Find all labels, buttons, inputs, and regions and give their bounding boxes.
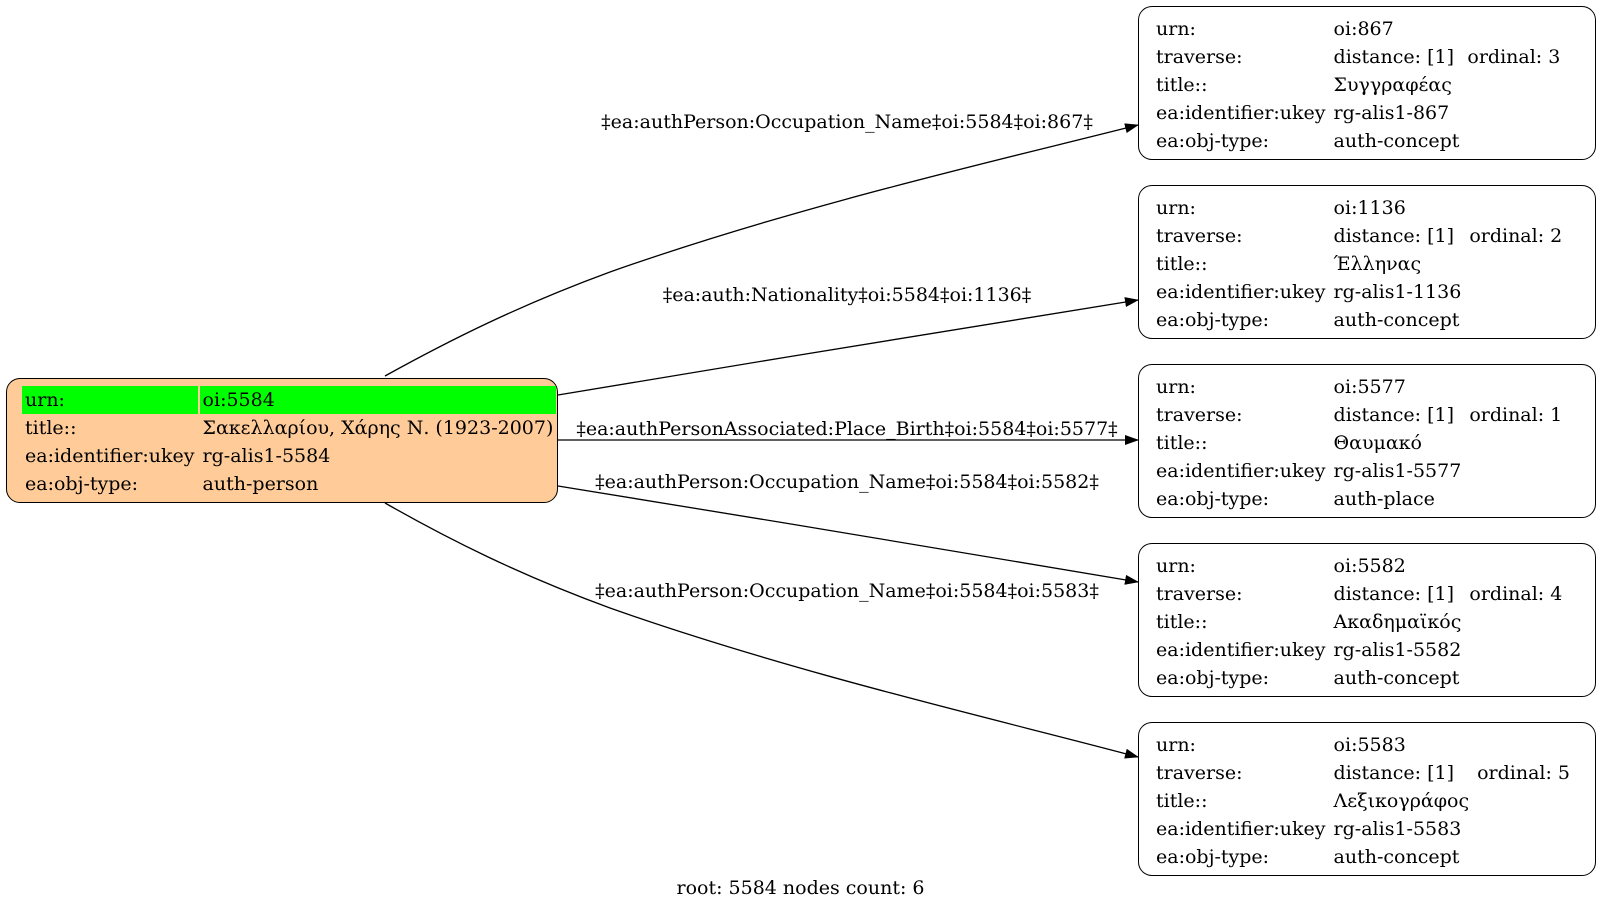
urn-value: oi:867 [1333,18,1394,40]
title-key: title:: [1156,253,1208,275]
title-key: title:: [1156,790,1208,812]
root-objtype-key: ea:obj-type: [25,473,139,495]
node-table: urn: oi:5583 traverse: distance: [1] ordina… [1151,731,1575,871]
ordinal-value: ordinal: 4 [1469,583,1563,605]
node-oi-5577[interactable]: urn: oi:5577 traverse: distance: [1] ordina… [1138,364,1596,518]
title-value: Θαυμακό [1333,432,1422,454]
ordinal-value: ordinal: 2 [1469,225,1563,247]
node-table: urn: oi:1136 traverse: distance: [1] ordina… [1151,194,1567,334]
urn-value: oi:5577 [1333,376,1406,398]
root-node-table: urn: oi:5584 title:: Σακελλαρίου, Χάρης … [20,386,558,498]
node-table: urn: oi:5577 traverse: distance: [1] ordina… [1151,373,1567,513]
distance-value: distance: [1] [1333,583,1454,605]
objtype-key: ea:obj-type: [1156,667,1270,689]
urn-key: urn: [1156,376,1196,398]
objtype-key: ea:obj-type: [1156,846,1270,868]
distance-value: distance: [1] [1333,762,1454,784]
objtype-key: ea:obj-type: [1156,488,1270,510]
objtype-value: auth-concept [1333,309,1460,331]
edge-line-867 [384,123,1139,377]
urn-value: oi:5582 [1333,555,1406,577]
edge-label-1136: ‡ea:auth:Nationality‡oi:5584‡oi:1136‡ [662,284,1032,306]
urn-key: urn: [1156,734,1196,756]
objtype-value: auth-concept [1333,130,1460,152]
edge-line-1136 [557,297,1139,396]
traverse-key: traverse: [1156,404,1243,426]
root-objtype-row: ea:obj-type: auth-person [22,470,556,498]
node-oi-5582[interactable]: urn: oi:5582 traverse: distance: [1] ordina… [1138,543,1596,697]
root-ukey-key: ea:identifier:ukey [25,445,195,467]
distance-value: distance: [1] [1333,46,1454,68]
node-oi-1136[interactable]: urn: oi:1136 traverse: distance: [1] ordina… [1138,185,1596,339]
root-urn-key: urn: [22,386,198,414]
title-value: Λεξικογράφος [1333,790,1470,812]
objtype-value: auth-concept [1333,667,1460,689]
edge-label-5582: ‡ea:authPerson:Occupation_Name‡oi:5584‡o… [595,471,1099,493]
objtype-value: auth-place [1333,488,1435,510]
ordinal-value: ordinal: 1 [1469,404,1563,426]
title-value: Ακαδημαϊκός [1333,611,1462,633]
ukey-key: ea:identifier:ukey [1156,460,1326,482]
ukey-key: ea:identifier:ukey [1156,818,1326,840]
title-key: title:: [1156,74,1208,96]
edge-label-5583: ‡ea:authPerson:Occupation_Name‡oi:5584‡o… [595,580,1099,602]
root-urn-value: oi:5584 [199,386,557,414]
ukey-value: rg-alis1-5577 [1333,460,1462,482]
distance-value: distance: [1] [1333,404,1454,426]
urn-value: oi:5583 [1333,734,1406,756]
node-table: urn: oi:5582 traverse: distance: [1] ordina… [1151,552,1567,692]
ukey-key: ea:identifier:ukey [1156,102,1326,124]
title-value: Έλληνας [1333,253,1422,275]
urn-key: urn: [1156,197,1196,219]
root-title-value: Σακελλαρίου, Χάρης Ν. (1923-2007) [202,417,554,439]
root-urn-row: urn: oi:5584 [22,386,557,414]
node-table: urn: oi:867 traverse: distance: [1] ordinal… [1151,15,1565,155]
edge-label-5577: ‡ea:authPersonAssociated:Place_Birth‡oi:… [576,418,1118,440]
node-oi-5583[interactable]: urn: oi:5583 traverse: distance: [1] ordina… [1138,722,1596,876]
ordinal-value: ordinal: 3 [1467,46,1561,68]
urn-key: urn: [1156,18,1196,40]
ukey-key: ea:identifier:ukey [1156,639,1326,661]
node-oi-867[interactable]: urn: oi:867 traverse: distance: [1] ordinal… [1138,6,1596,160]
objtype-value: auth-concept [1333,846,1460,868]
edge-label-867: ‡ea:authPerson:Occupation_Name‡oi:5584‡o… [601,111,1093,133]
ordinal-value: ordinal: 5 [1477,762,1571,784]
root-title-key: title:: [25,417,77,439]
title-key: title:: [1156,432,1208,454]
ukey-value: rg-alis1-5583 [1333,818,1462,840]
urn-value: oi:1136 [1333,197,1406,219]
ukey-value: rg-alis1-1136 [1333,281,1462,303]
traverse-key: traverse: [1156,583,1243,605]
root-title-row: title:: Σακελλαρίου, Χάρης Ν. (1923-2007… [22,414,556,442]
root-ukey-value: rg-alis1-5584 [202,445,331,467]
traverse-key: traverse: [1156,762,1243,784]
ukey-value: rg-alis1-867 [1333,102,1450,124]
root-ukey-row: ea:identifier:ukey rg-alis1-5584 [22,442,556,470]
root-objtype-value: auth-person [202,473,319,495]
edge-line-5583 [384,502,1139,759]
urn-key: urn: [1156,555,1196,577]
traverse-key: traverse: [1156,46,1243,68]
objtype-key: ea:obj-type: [1156,309,1270,331]
ukey-value: rg-alis1-5582 [1333,639,1462,661]
traverse-key: traverse: [1156,225,1243,247]
graph-footer: root: 5584 nodes count: 6 [676,877,925,899]
ukey-key: ea:identifier:ukey [1156,281,1326,303]
title-value: Συγγραφέας [1333,74,1452,96]
objtype-key: ea:obj-type: [1156,130,1270,152]
title-key: title:: [1156,611,1208,633]
distance-value: distance: [1] [1333,225,1454,247]
edge-line-5582 [557,485,1139,585]
root-node[interactable]: urn: oi:5584 title:: Σακελλαρίου, Χάρης … [6,378,558,503]
